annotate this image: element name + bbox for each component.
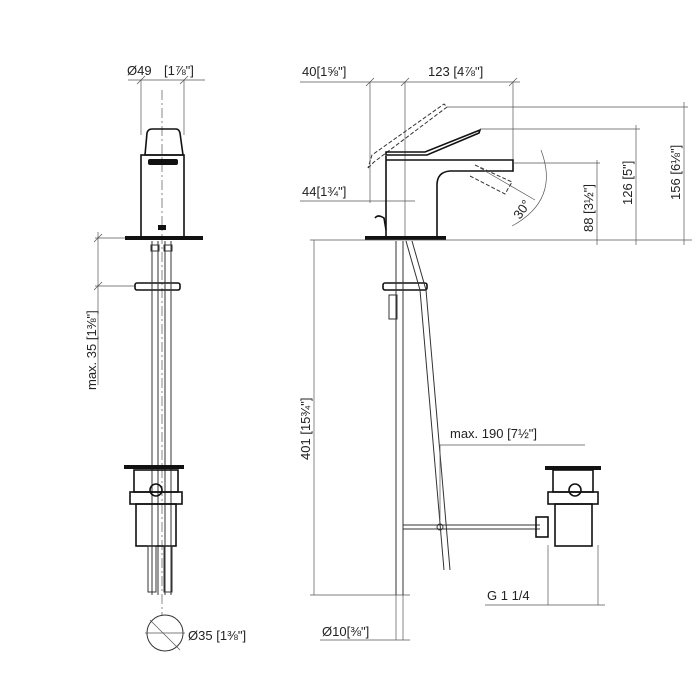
lever-cap (144, 128, 184, 156)
side-view: 40[1⅝"] 123 [4⅞"] 44[1¾"] 30° 88 [3½"] 1… (298, 64, 692, 641)
reach-label: 123 [4⅞"] (428, 64, 483, 79)
offset-label: 40[1⅝"] (302, 64, 346, 79)
faucet-body (385, 156, 514, 237)
total-height-label: 156 [6⅛"] (668, 145, 683, 200)
angle-label: 30° (510, 197, 534, 222)
lever-height-label: 44[1¾"] (302, 184, 346, 199)
lever (385, 128, 482, 156)
max-depth-label: max. 35 [1⅜"] (84, 310, 99, 390)
below-deck-label: 401 [15¾"] (298, 398, 313, 460)
base-plate (125, 236, 203, 240)
rod-diameter-label: Ø10[⅜"] (322, 624, 369, 639)
front-view: Ø49 [1⅞"] max. 35 [1⅜"] Ø35 [1⅜"] (84, 63, 246, 652)
spout-height-label: 88 [3½"] (581, 184, 596, 232)
body (140, 154, 185, 238)
hole-diameter-label: Ø35 [1⅜"] (188, 628, 246, 643)
front-diameter-inch-label: [1⅞"] (164, 63, 194, 78)
drain-thread-label: G 1 1/4 (487, 588, 530, 603)
lever-top-label: 126 [5"] (620, 161, 635, 205)
drain-reach-label: max. 190 [7½"] (450, 426, 537, 441)
front-diameter-label: Ø49 (127, 63, 152, 78)
